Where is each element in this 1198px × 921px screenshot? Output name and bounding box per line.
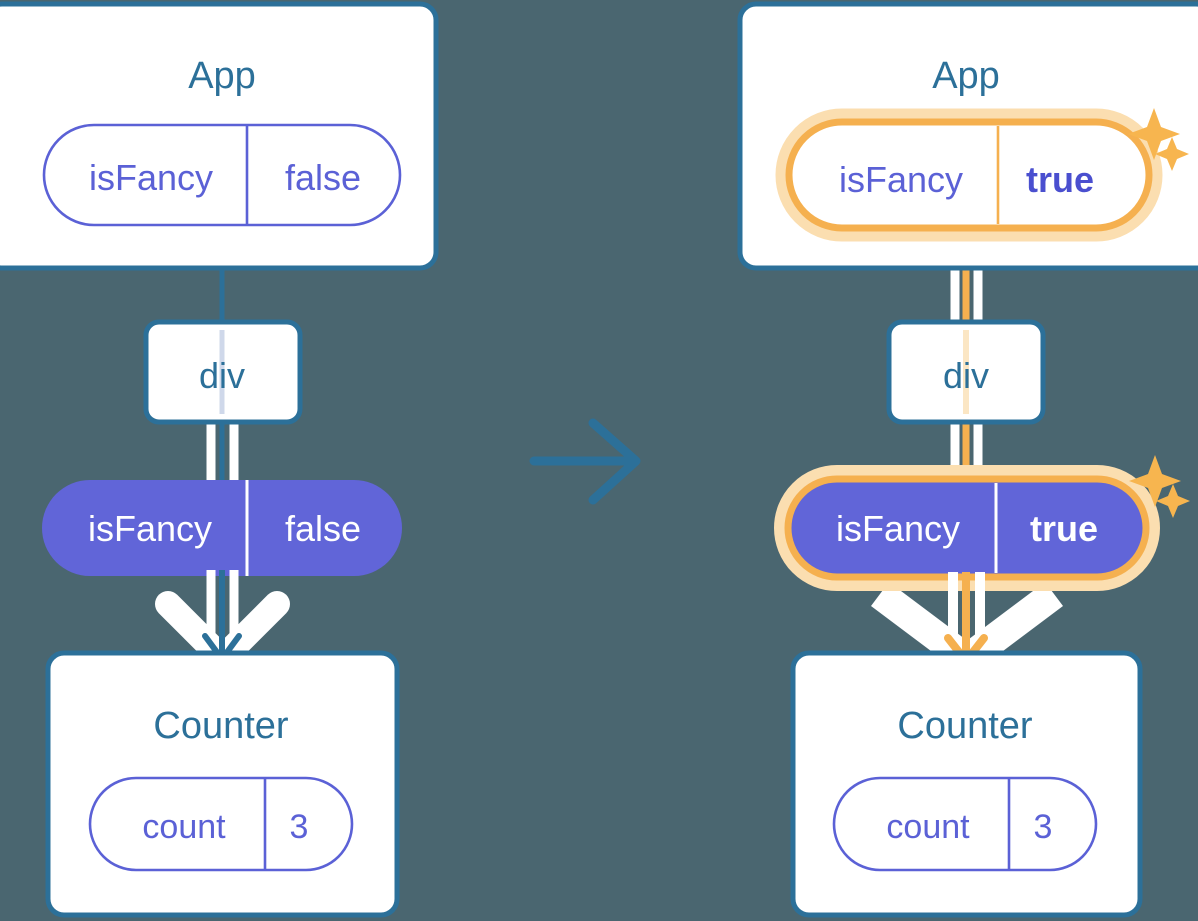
counter-title-after: Counter bbox=[897, 705, 1033, 747]
counter-pill-key-after: count bbox=[886, 808, 970, 846]
app-pill-before bbox=[42, 123, 402, 227]
app-pill-glow-after bbox=[775, 108, 1163, 242]
right-arrow-icon bbox=[529, 418, 641, 505]
arrow-shaft-outline-before bbox=[206, 570, 239, 648]
app-pill-value-before: false bbox=[285, 157, 361, 198]
app-title-after: App bbox=[932, 55, 1000, 97]
transition-arrow bbox=[529, 418, 641, 505]
counter-title-before: Counter bbox=[153, 705, 289, 747]
prop-pill-key-after: isFancy bbox=[836, 508, 960, 549]
sparkle-icon-prop-after bbox=[1129, 455, 1190, 518]
prop-pill-key-before: isFancy bbox=[88, 508, 212, 549]
app-pill-key-after: isFancy bbox=[839, 159, 963, 200]
counter-pill-after bbox=[832, 776, 1098, 872]
app-pill-key-before: isFancy bbox=[89, 157, 213, 198]
sparkle-icon-app-after bbox=[1128, 108, 1189, 171]
arrow-wing-right-after bbox=[957, 582, 1063, 672]
div-title-after: div bbox=[943, 355, 989, 396]
panel-after: App isFancy true div isFancy bbox=[737, 1, 1198, 918]
counter-pill-value-after: 3 bbox=[1034, 808, 1053, 846]
counter-pill-key-before: count bbox=[142, 808, 226, 846]
counter-pill-value-before: 3 bbox=[290, 808, 309, 846]
div-title-before: div bbox=[199, 355, 245, 396]
panel-before: App isFancy false div isFancy false bbox=[0, 1, 439, 918]
prop-pill-value-after: true bbox=[1030, 508, 1098, 549]
arrow-shaft-outline-after bbox=[948, 572, 985, 648]
app-pill-value-after: true bbox=[1026, 159, 1094, 200]
prop-pill-before bbox=[42, 480, 402, 576]
app-title-before: App bbox=[188, 55, 256, 97]
counter-pill-before bbox=[88, 776, 354, 872]
app-pill-ring-after bbox=[785, 118, 1153, 232]
prop-pill-value-before: false bbox=[285, 508, 361, 549]
